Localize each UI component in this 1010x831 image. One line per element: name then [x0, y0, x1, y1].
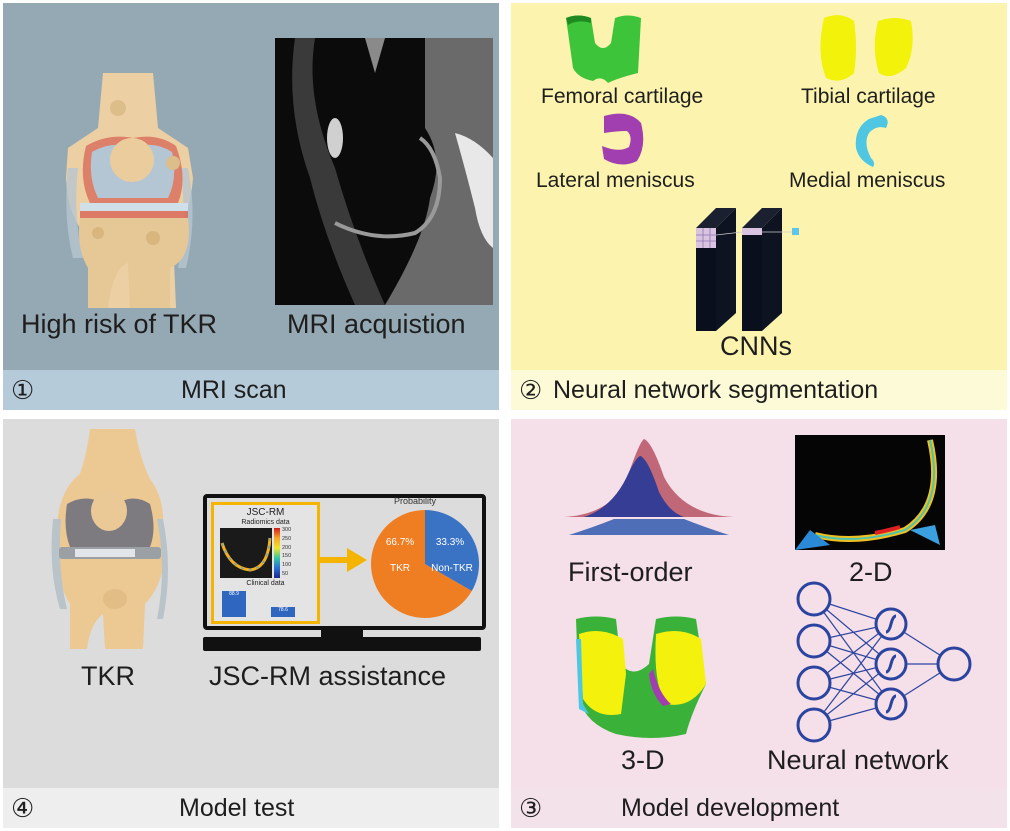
colorbar-ticks: 300 250 200 150 100 50	[282, 526, 291, 579]
nn-node	[796, 707, 832, 743]
monitor: JSC-RM Radiomics data 300 250 200 150 10…	[203, 494, 486, 630]
clinical-bar-value: 78.6	[278, 607, 288, 613]
clinical-bar: 88.9	[222, 591, 246, 617]
2d-heatmap-image	[795, 435, 945, 550]
nn-node	[796, 623, 832, 659]
clinical-data-label: Clinical data	[246, 580, 285, 587]
colorbar	[274, 528, 280, 578]
nn-node	[796, 665, 832, 701]
pie-slice-tkr	[371, 510, 472, 618]
panel-footer-model-development: ③ Model development	[511, 788, 1007, 828]
caption-tkr: TKR	[81, 661, 135, 691]
panel-neural-network-segmentation: Femoral cartilage Tibial cartilage Later…	[511, 3, 1007, 410]
label-medial-meniscus: Medial meniscus	[789, 169, 946, 192]
step-number-4: ④	[11, 793, 35, 823]
label-tibial-cartilage: Tibial cartilage	[801, 85, 936, 108]
monitor-stand-base	[203, 637, 481, 651]
panel-model-test: TKR JSC-RM Radiomics data 300 250 200 15…	[3, 419, 499, 828]
panel-title-model-development: Model development	[621, 794, 840, 822]
panel-footer-segmentation: ② Neural network segmentation	[511, 370, 1007, 410]
3d-knee-cartilage-model	[576, 616, 706, 738]
step-number-3: ③	[519, 793, 543, 823]
step-number-2: ②	[519, 375, 543, 405]
caption-high-risk-tkr: High risk of TKR	[21, 309, 218, 339]
radiomics-data-label: Radiomics data	[241, 519, 290, 526]
label-neural-network: Neural network	[767, 745, 949, 775]
colorbar-tick: 100	[282, 562, 292, 569]
pie-label-percent-tkr: 66.7%	[386, 537, 414, 548]
label-lateral-meniscus: Lateral meniscus	[536, 169, 695, 192]
radiomics-heatmap-image	[220, 528, 272, 578]
nn-connection	[813, 623, 892, 726]
cnn-layers-diagram	[696, 208, 799, 331]
jsc-rm-data-panel: JSC-RM Radiomics data 300 250 200 150 10…	[211, 502, 320, 624]
sigmoid-icon	[885, 694, 897, 714]
step-number-1: ①	[11, 375, 35, 405]
colorbar-tick: 150	[282, 553, 292, 560]
colorbar-tick: 300	[282, 527, 292, 533]
monitor-stand-neck	[321, 626, 363, 638]
medial-meniscus-shape	[855, 115, 888, 167]
tibial-cartilage-shape	[820, 15, 913, 81]
colorbar-tick: 250	[282, 535, 292, 542]
panel-footer-model-test: ④ Model test	[3, 788, 499, 828]
colorbar-tick: 50	[282, 570, 289, 577]
probability-title: Probability	[394, 496, 437, 506]
nn-connection	[813, 598, 892, 705]
clinical-bar-value: 88.9	[229, 591, 239, 597]
mri-image	[275, 38, 493, 305]
arrow-right-icon	[317, 548, 367, 572]
probability-pie-chart: 66.7% TKR 33.3% Non-TKR	[371, 510, 479, 618]
pie-label-percent-non-tkr: 33.3%	[436, 537, 464, 548]
label-first-order: First-order	[568, 557, 693, 587]
first-order-distribution-plot	[564, 439, 734, 535]
sigmoid-icon	[885, 654, 897, 674]
label-2d: 2-D	[849, 557, 893, 587]
panel-title-segmentation: Neural network segmentation	[553, 376, 879, 404]
pie-label-non-tkr: Non-TKR	[431, 563, 473, 574]
osteoarthritis-knee-illustration	[66, 73, 193, 308]
nn-node	[796, 581, 832, 617]
clinical-bar: 78.6	[271, 607, 295, 617]
colorbar-tick: 200	[282, 544, 292, 551]
panel-title-mri-scan: MRI scan	[181, 376, 287, 404]
caption-mri-acquisition: MRI acquistion	[287, 309, 466, 339]
caption-jsc-rm-assistance: JSC-RM assistance	[209, 661, 447, 691]
panel-mri-scan: High risk of TKR MRI acquistion ① MRI sc…	[3, 3, 499, 410]
panel-footer-mri-scan: ① MRI scan	[3, 370, 499, 410]
jsc-rm-title: JSC-RM	[246, 507, 285, 518]
lateral-meniscus-shape	[602, 113, 644, 165]
neural-network-diagram	[796, 581, 972, 743]
label-3d: 3-D	[621, 745, 665, 775]
pie-slice-non-tkr	[425, 510, 479, 591]
tkr-knee-implant-illustration	[51, 429, 168, 649]
panel-model-development: First-order 2-D 3-D Neural network ③ Mod…	[511, 419, 1007, 828]
femoral-cartilage-shape	[566, 15, 641, 83]
label-cnns: CNNs	[720, 331, 792, 361]
panel-title-model-test: Model test	[179, 794, 295, 822]
sigmoid-icon	[885, 614, 897, 634]
pie-label-tkr: TKR	[390, 563, 410, 574]
label-femoral-cartilage: Femoral cartilage	[541, 85, 704, 108]
nn-node	[936, 646, 972, 682]
